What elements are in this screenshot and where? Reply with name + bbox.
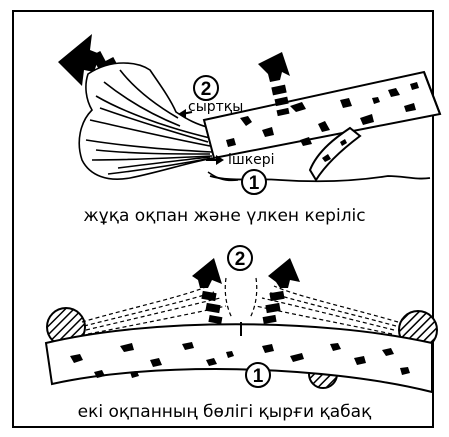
- bottom-panel: 2 1: [46, 246, 437, 392]
- left-lift-arrow: [192, 258, 222, 324]
- svg-text:1: 1: [253, 366, 264, 387]
- label-inner: ішкері: [228, 152, 275, 168]
- bottom-caption: екі оқпанның бөлігі қырғи қабақ: [0, 402, 449, 422]
- splintered-fibers: [79, 63, 214, 179]
- label-outer: сыртқы: [188, 99, 243, 115]
- svg-text:1: 1: [249, 173, 260, 194]
- top-caption: жұқа оқпан және үлкен керіліс: [0, 206, 449, 226]
- bottom-marker-1: 1: [246, 363, 270, 387]
- svg-text:2: 2: [201, 79, 212, 100]
- top-marker-1: 1: [242, 170, 266, 194]
- branch-log: [204, 72, 440, 158]
- bent-log: [46, 322, 432, 392]
- top-marker-2: 2: [194, 76, 218, 100]
- bottom-marker-2: 2: [228, 246, 252, 270]
- svg-text:2: 2: [235, 249, 246, 270]
- top-panel: 2 1 сыртқы ішкері: [58, 34, 440, 194]
